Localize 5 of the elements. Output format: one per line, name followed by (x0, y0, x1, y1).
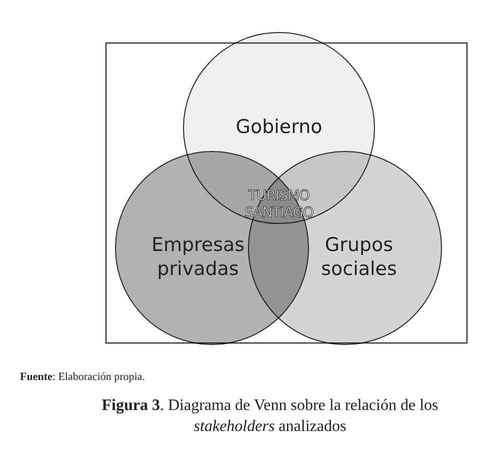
source-note: Fuente: Elaboración propia. (20, 371, 146, 383)
circle-label: Gobierno (236, 116, 322, 140)
circle-label: Grupos sociales (320, 234, 398, 282)
figure-caption: Figura 3. Diagrama de Venn sobre la relación de los stakeholders analizados (100, 396, 440, 437)
circle-label: Empresas privadas (150, 234, 246, 282)
